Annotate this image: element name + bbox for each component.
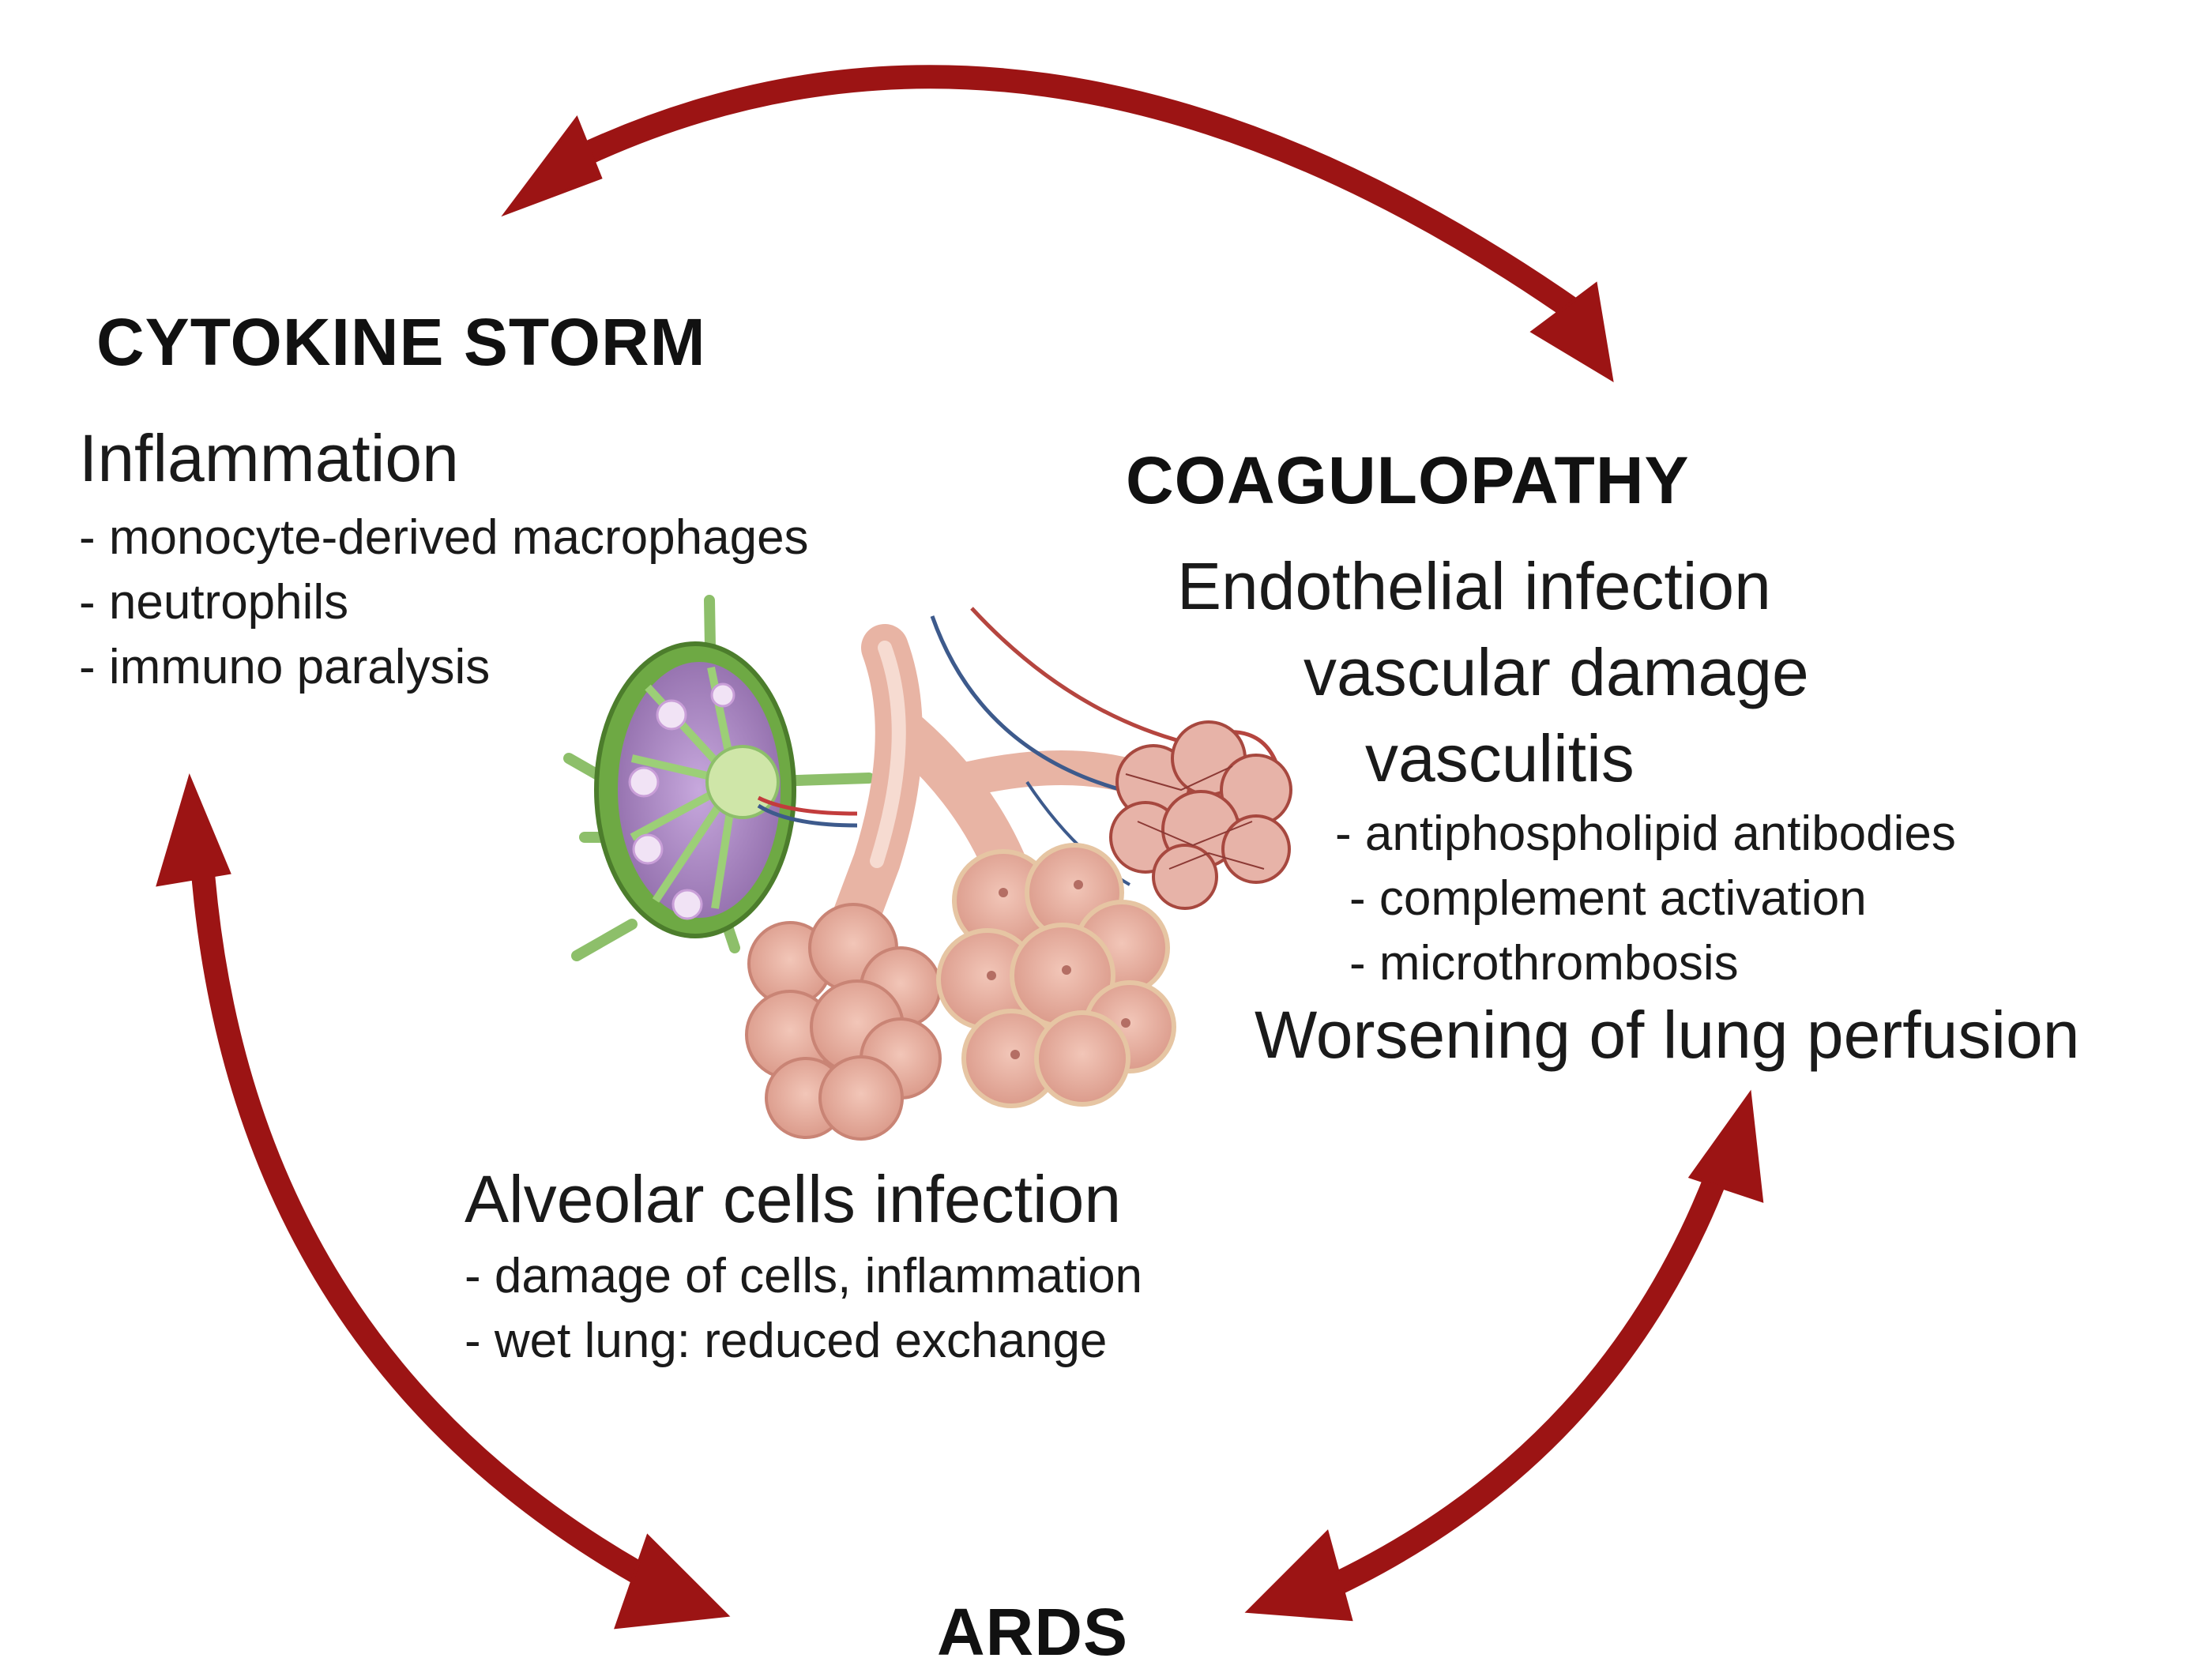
cytokine-item: - immuno paralysis xyxy=(79,640,491,694)
coagulopathy-item: - microthrombosis xyxy=(1349,936,1739,991)
coagulopathy-item: - complement activation xyxy=(1349,871,1867,926)
cytokine-item: - neutrophils xyxy=(79,575,349,630)
alveolar-item: - wet lung: reduced exchange xyxy=(465,1314,1108,1368)
lung-perfusion-outcome: Worsening of lung perfusion xyxy=(1255,998,2080,1072)
coagulopathy-line: Endothelial infection xyxy=(1177,549,1771,623)
coagulopathy-line: vasculitis xyxy=(1365,721,1635,795)
coagulopathy-item: - antiphospholipid antibodies xyxy=(1335,806,1956,861)
ards-heading: ARDS xyxy=(937,1595,1129,1669)
arrow-left xyxy=(156,773,731,1630)
cytokine-item: - monocyte-derived macrophages xyxy=(79,510,809,565)
alveolar-heading: Alveolar cells infection xyxy=(465,1162,1122,1236)
cytokine-storm-heading: CYTOKINE STORM xyxy=(96,305,706,379)
lymph-node-illustration xyxy=(563,595,875,961)
coagulopathy-heading: COAGULOPATHY xyxy=(1126,443,1690,517)
coagulopathy-line: vascular damage xyxy=(1304,635,1809,709)
arrow-top xyxy=(501,65,1614,382)
arrow-right xyxy=(1244,1089,1764,1622)
inflammation-subheading: Inflammation xyxy=(79,421,459,495)
alveolar-item: - damage of cells, inflammation xyxy=(465,1249,1143,1303)
lung-alveoli-illustration xyxy=(745,607,1292,1141)
